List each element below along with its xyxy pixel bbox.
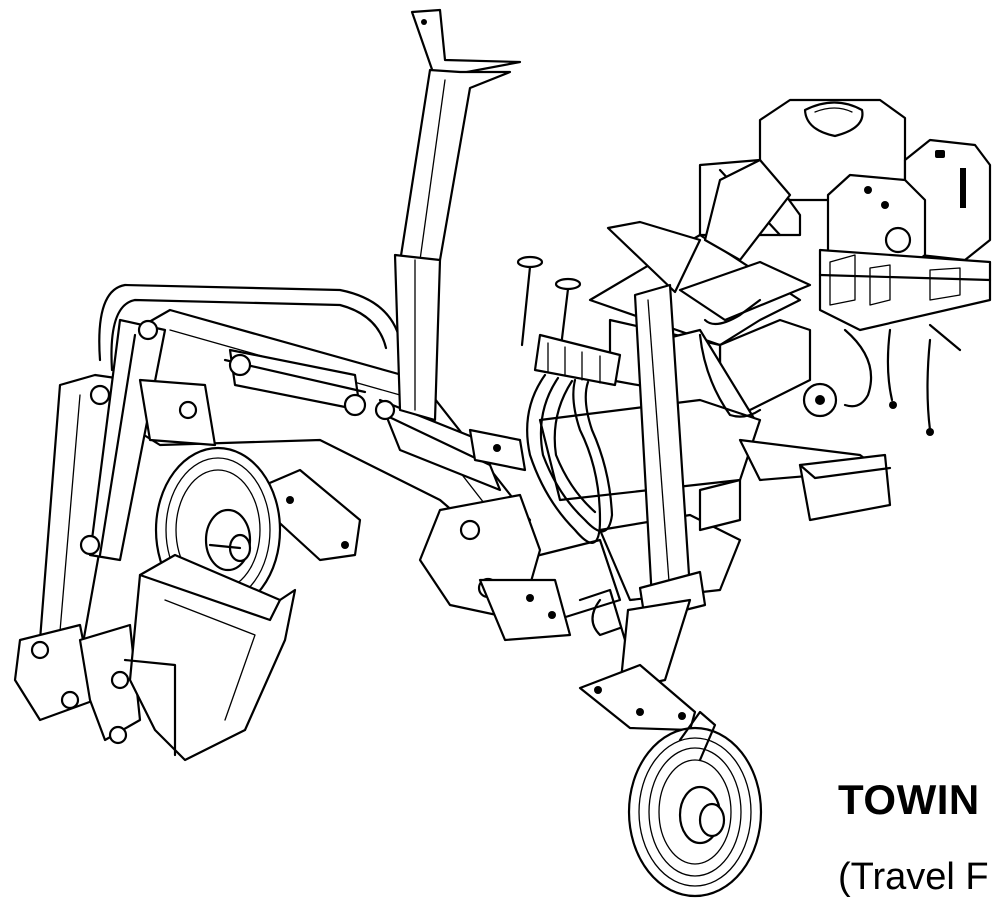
lift-post (395, 10, 520, 420)
caption-subtitle: (Travel F (838, 856, 989, 898)
engine (760, 100, 990, 436)
control-valve (518, 257, 620, 385)
swing-bracket (260, 470, 570, 640)
tow-wheel-assembly (580, 285, 761, 896)
chassis-details (470, 384, 836, 640)
hydraulic-hoses (99, 285, 871, 635)
seat (608, 160, 810, 417)
bucket (125, 555, 295, 760)
dipper-arm (15, 320, 215, 743)
caption-title: TOWIN (838, 776, 980, 823)
